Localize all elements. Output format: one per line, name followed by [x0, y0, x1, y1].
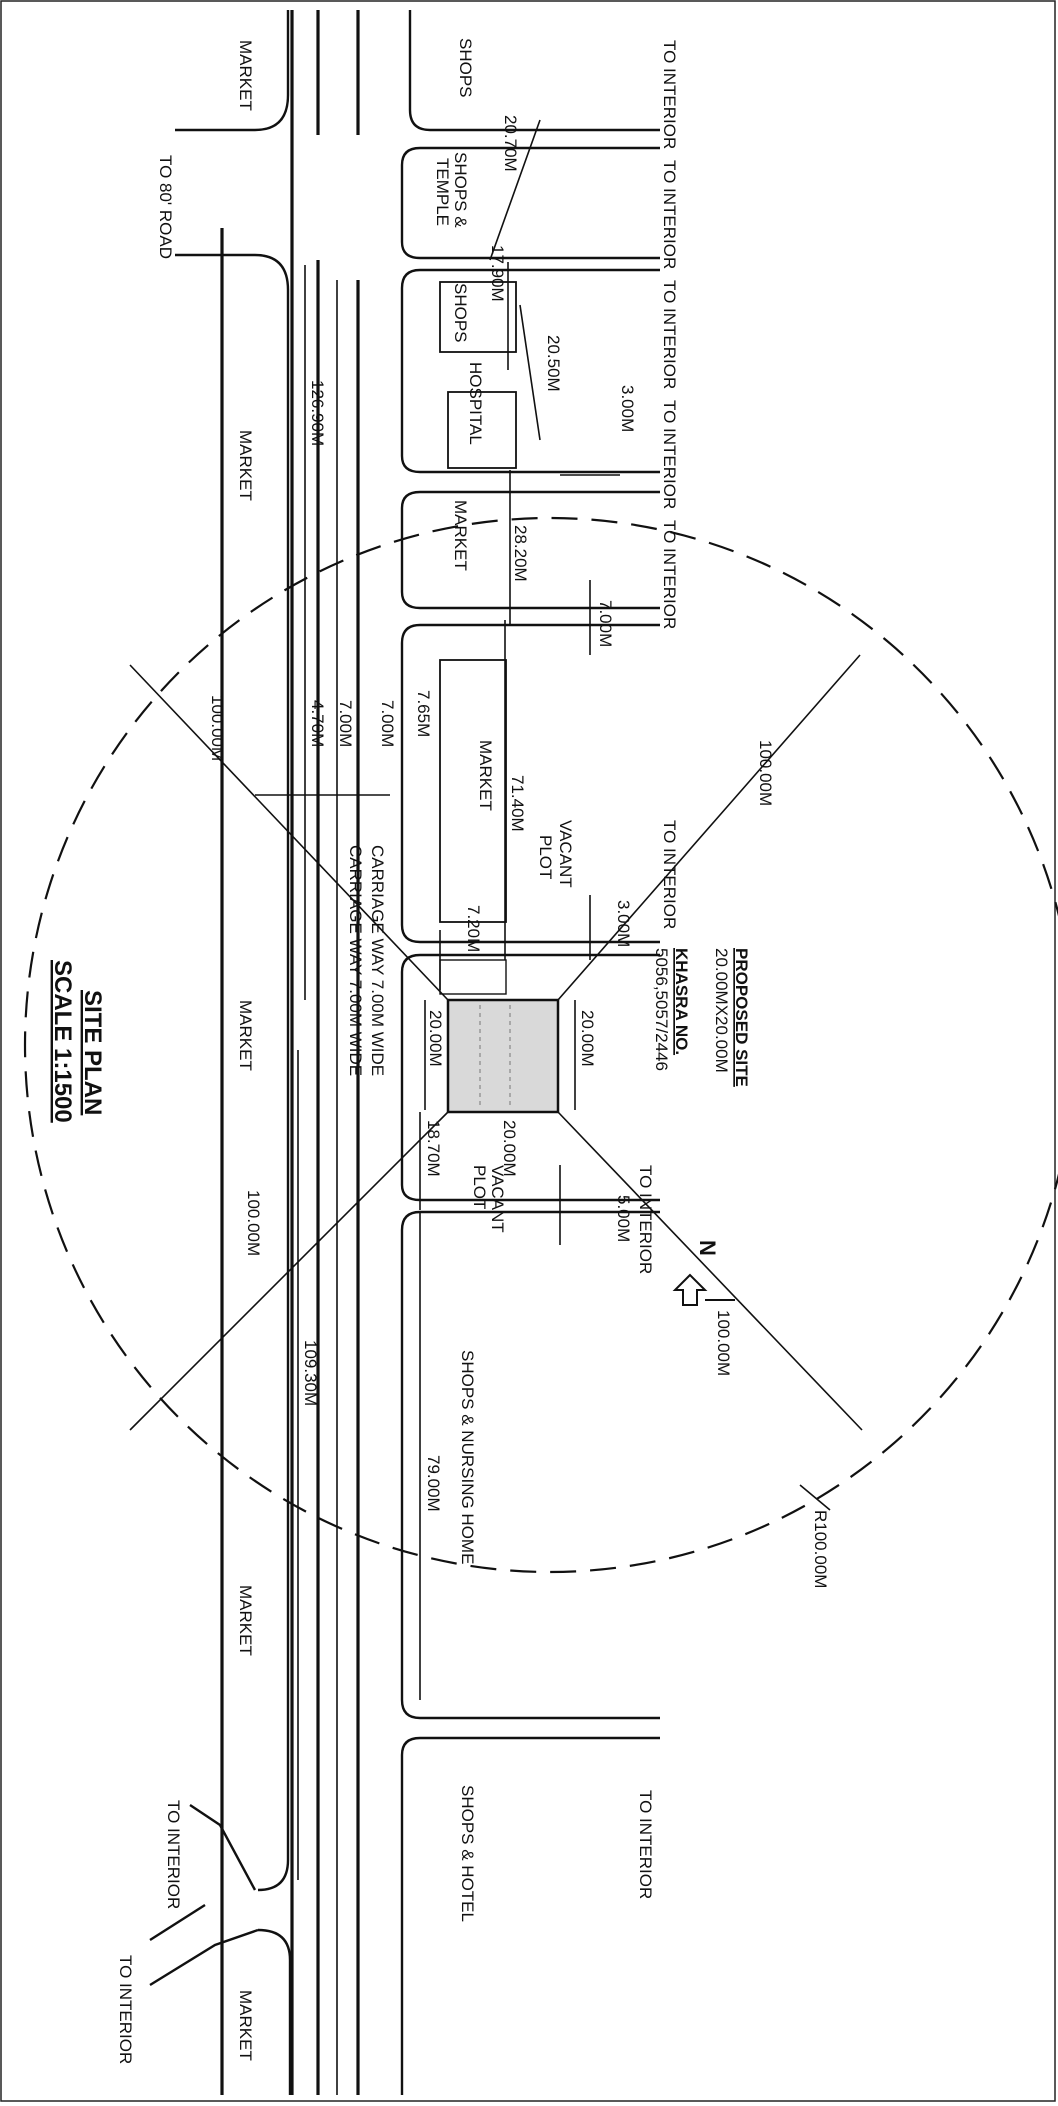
label-shops-temple-1: SHOPS & — [451, 152, 470, 228]
label-market-l2: MARKET — [236, 430, 255, 501]
label-vacant-1: VACANT — [556, 820, 575, 888]
radius-lines — [129, 654, 863, 1431]
label-to-interior-6: TO INTERIOR — [660, 820, 679, 929]
label-market-l5: MARKET — [236, 1990, 255, 2061]
dim-radius-3: 100.00M — [714, 1310, 733, 1376]
label-market-l1: MARKET — [236, 40, 255, 111]
north-arrow-icon — [672, 1273, 735, 1306]
label-to-interior-9: TO INTERIOR — [164, 1800, 183, 1909]
radius-label: R100.00M — [811, 1510, 830, 1588]
proposed-heading: PROPOSED SITE — [732, 948, 751, 1087]
dim-20-50: 20.50M — [544, 335, 563, 392]
left-market-edge — [175, 10, 292, 2095]
right-blocks — [400, 10, 660, 2095]
dim-3-00b: 3.00M — [614, 900, 633, 947]
label-hospital: HOSPITAL — [466, 362, 485, 445]
label-to-interior-1: TO INTERIOR — [660, 40, 679, 149]
label-nursing: SHOPS & NURSING HOME — [458, 1350, 477, 1564]
label-carriage-top: CARRIAGE WAY 7.00M WIDE — [368, 845, 387, 1076]
dim-28-20: 28.20M — [511, 525, 530, 582]
dim-79-00: 79.00M — [424, 1455, 443, 1512]
dim-7-00b: 7.00M — [336, 700, 355, 747]
label-shops-temple-2: TEMPLE — [433, 158, 452, 226]
proposed-size: 20.00MX20.00M — [712, 948, 731, 1073]
radius-circle — [24, 517, 1058, 1573]
dim-7-65: 7.65M — [414, 690, 433, 737]
dim-7-00c: 7.00M — [378, 700, 397, 747]
dim-20-00-left: 20.00M — [426, 1010, 445, 1067]
label-to-interior-10: TO INTERIOR — [116, 1955, 135, 2064]
dim-7-20: 7.20M — [464, 905, 483, 952]
label-to-interior-8: TO INTERIOR — [636, 1790, 655, 1899]
main-road — [290, 10, 360, 2095]
label-vacant-1b: PLOT — [536, 835, 555, 879]
north-label: N — [695, 1240, 720, 1256]
dim-radius-1: 100.00M — [208, 695, 227, 761]
dimension-lines — [255, 119, 620, 1880]
dim-radius-2: 100.00M — [756, 740, 775, 806]
label-to-80-road: TO 80' ROAD — [156, 155, 175, 259]
label-hotel: SHOPS & HOTEL — [458, 1785, 477, 1922]
label-market-r2: MARKET — [476, 740, 495, 811]
dim-5-00: 5.00M — [614, 1195, 633, 1242]
site-plan-title: SITE PLAN — [79, 990, 106, 1115]
khasra-label: KHASRA NO. — [672, 948, 691, 1055]
dim-126-90: 126.90M — [308, 380, 327, 446]
label-market-l4: MARKET — [236, 1585, 255, 1656]
label-market-r1: MARKET — [451, 500, 470, 571]
label-shops: SHOPS — [456, 38, 475, 98]
dim-7-00: 7.00M — [596, 600, 615, 647]
dim-4-70: 4.70M — [308, 700, 327, 747]
label-to-interior-5: TO INTERIOR — [660, 520, 679, 629]
label-vacant-2: VACANT — [488, 1165, 507, 1233]
site-plan-scale: SCALE 1:1500 — [49, 960, 76, 1123]
dim-20-00-bottom: 20.00M — [500, 1120, 519, 1177]
dim-radius-4: 100.00M — [244, 1190, 263, 1256]
dim-20-00-right: 20.00M — [578, 1010, 597, 1067]
dim-71-40: 71.40M — [508, 775, 527, 832]
dim-3-00a: 3.00M — [618, 385, 637, 432]
label-shops-2: SHOPS — [451, 283, 470, 343]
label-to-interior-3: TO INTERIOR — [660, 280, 679, 389]
dim-17-90: 17.90M — [488, 245, 507, 302]
dim-109-30: 109.30M — [301, 1340, 320, 1406]
label-to-interior-7: TO INTERIOR — [636, 1165, 655, 1274]
branch-roads — [149, 1804, 259, 1987]
label-to-interior-4: TO INTERIOR — [660, 400, 679, 509]
proposed-site — [446, 998, 560, 1114]
text-layer: TO INTERIOR TO INTERIOR TO INTERIOR TO I… — [49, 38, 830, 2064]
label-to-interior-2: TO INTERIOR — [660, 160, 679, 269]
label-carriage-bottom: CARRIAGE WAY 7.00M WIDE — [346, 845, 365, 1076]
label-market-l3: MARKET — [236, 1000, 255, 1071]
dim-20-70: 20.70M — [501, 115, 520, 172]
khasra-numbers: 5056,5057/2446 — [652, 948, 671, 1071]
label-vacant-2b: PLOT — [470, 1165, 489, 1209]
dim-18-70: 18.70M — [424, 1120, 443, 1177]
